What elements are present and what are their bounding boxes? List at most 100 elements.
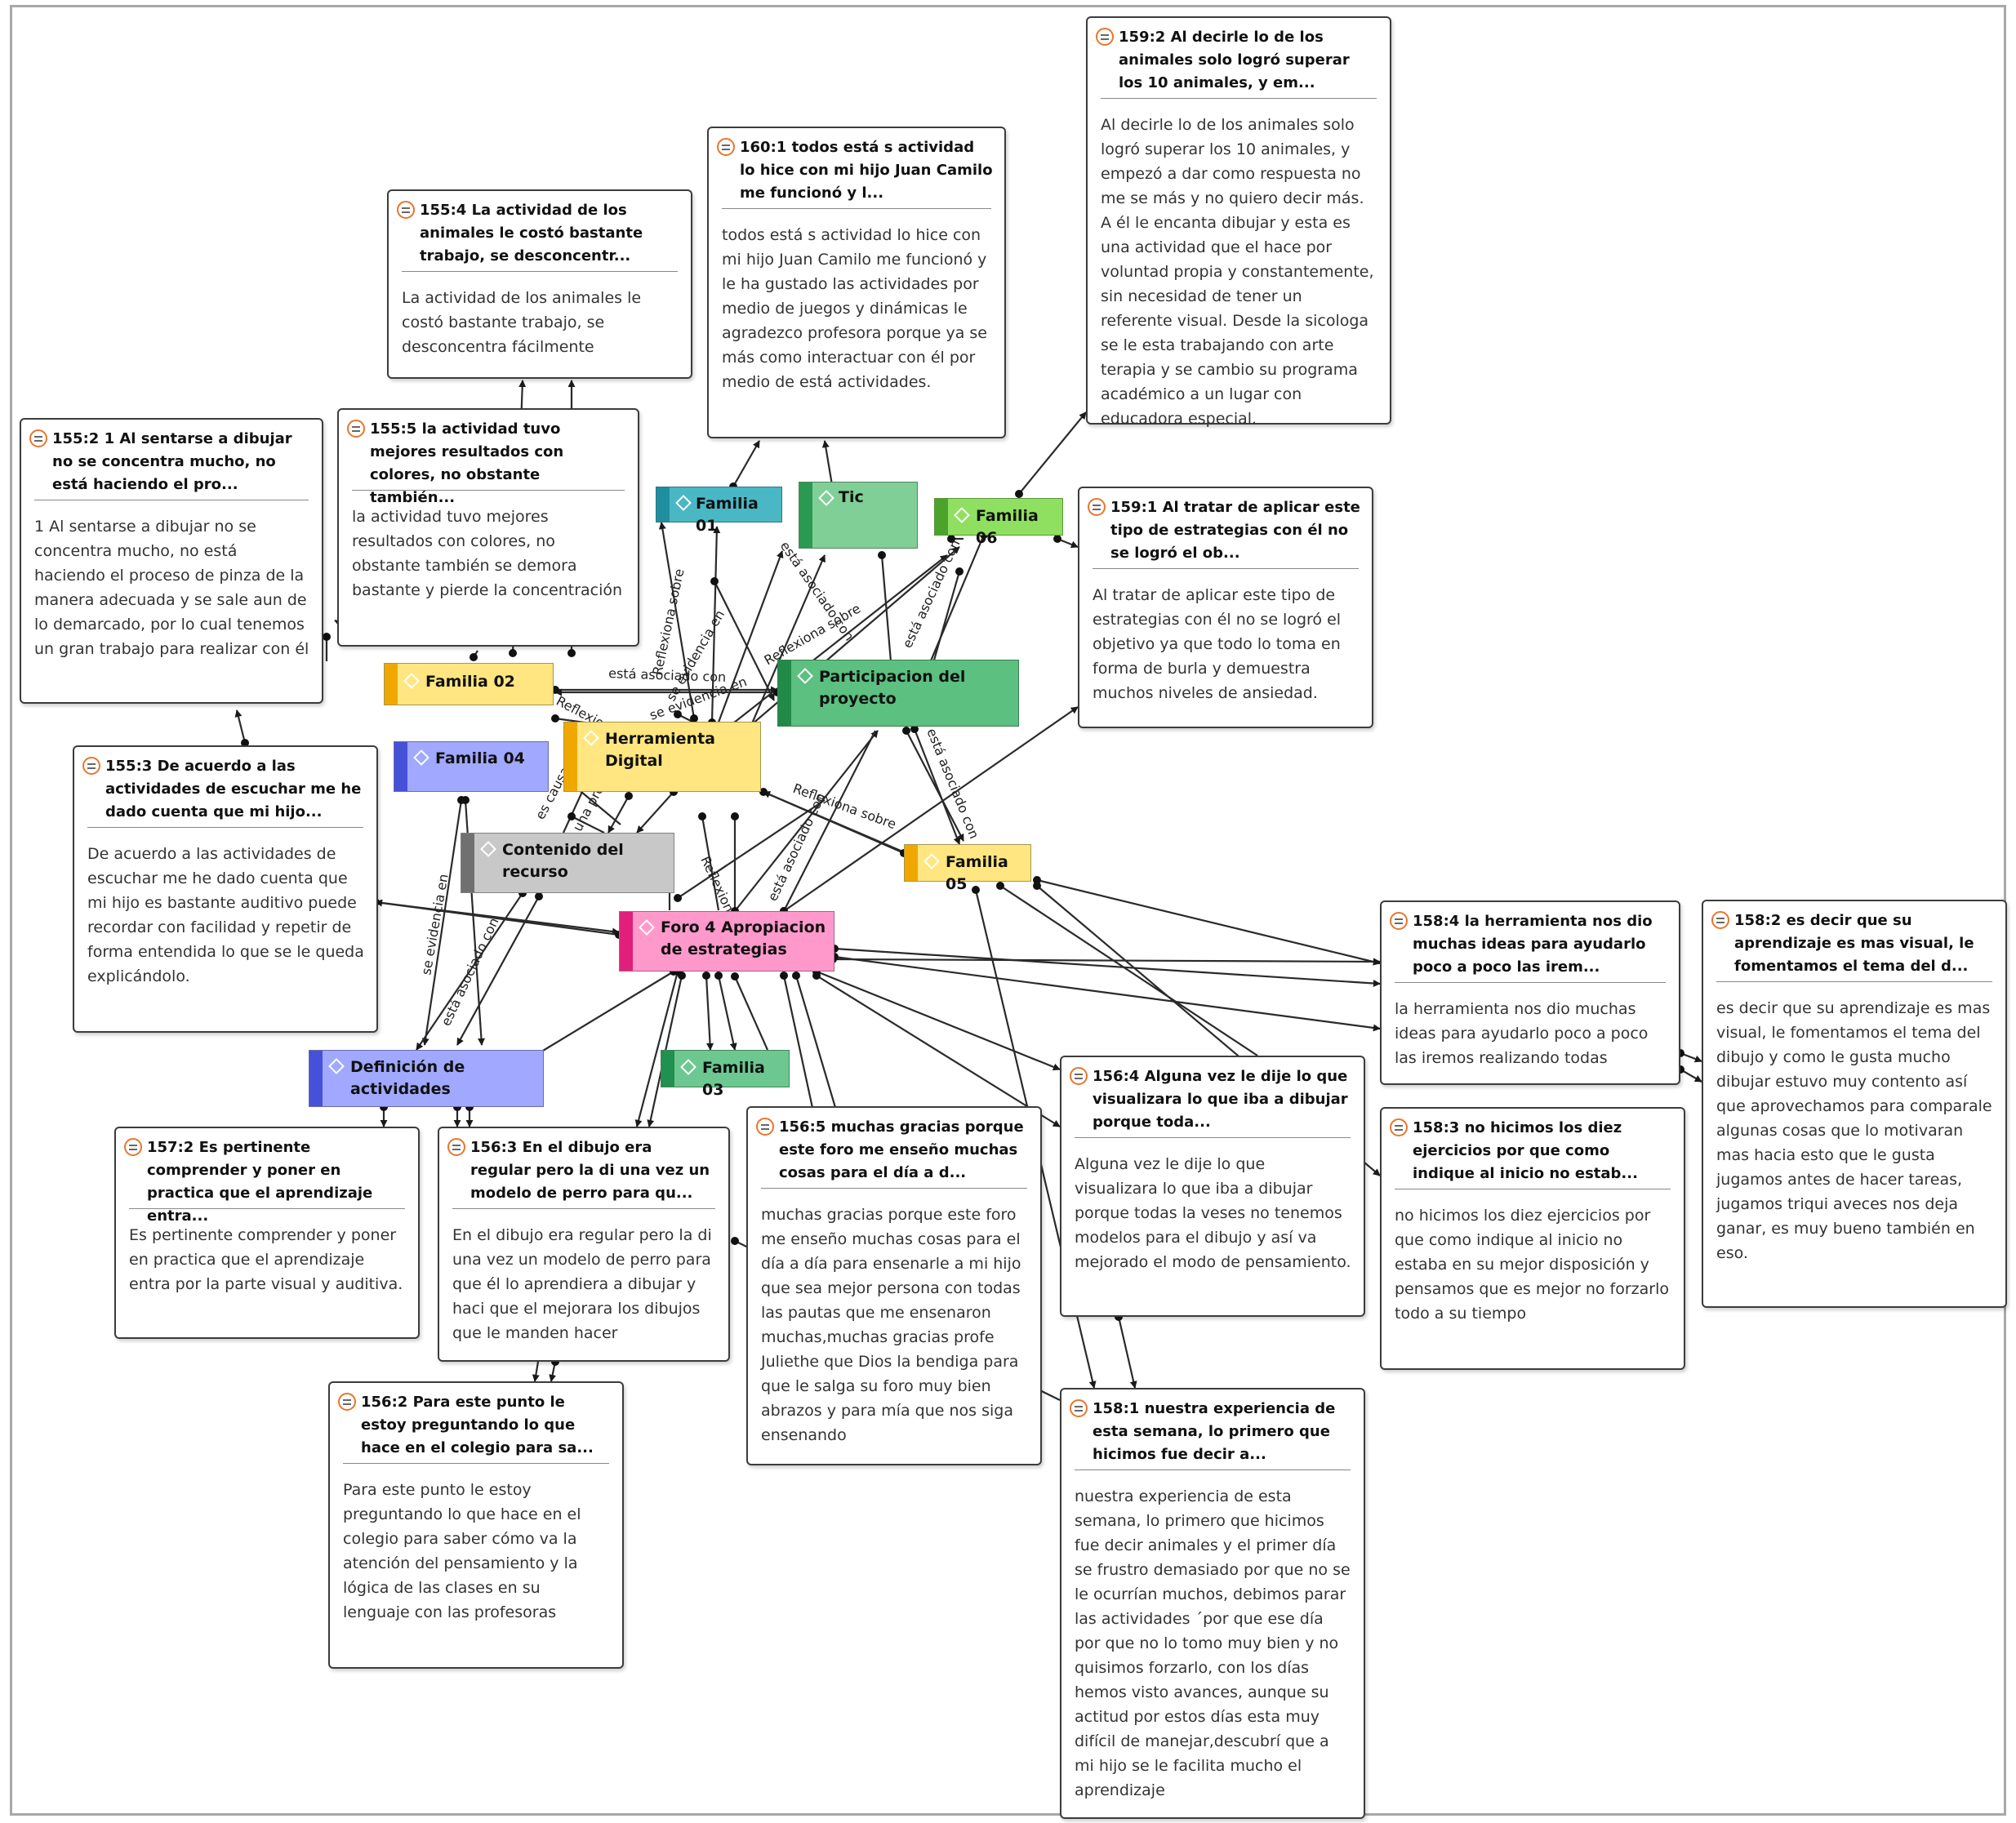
memo-icon [397,201,415,219]
code-node-familia-04[interactable]: Familia 04 [394,741,549,792]
memo-title: 156:3 En el dibujo era regular pero la d… [470,1139,710,1202]
code-label: Herramienta Digital [605,730,715,770]
code-color-bar [656,487,670,522]
link-endpoint [690,714,698,723]
memo-title: 159:1 Al tratar de aplicar este tipo de … [1110,499,1360,562]
link-line [634,971,679,1127]
code-color-bar [799,482,812,548]
memo-159-2[interactable]: 159:2 Al decirle lo de los animales solo… [1086,16,1391,428]
code-label: Foro 4 Apropiacion de estrategias [661,918,826,958]
memo-body: muchas gracias porque este foro me enseñ… [761,1206,1021,1444]
memo-158-3[interactable]: 158:3 no hicimos los diez ejercicios por… [1380,1107,1685,1370]
code-node-familia-03[interactable]: Familia 03 [661,1050,790,1099]
link-line [732,440,760,487]
link-line [834,955,1381,1032]
link-line [234,709,247,744]
memo-157-2[interactable]: 157:2 Es pertinente comprender y poner e… [114,1127,420,1339]
link-line [734,546,960,740]
memo-156-4[interactable]: 156:4 Alguna vez le dije lo que visualiz… [1060,1056,1365,1317]
memo-158-4[interactable]: 158:4 la herramienta nos dio muchas idea… [1380,900,1680,1085]
link-endpoint [1053,535,1061,543]
link-endpoint [902,727,910,735]
code-diamond-icon [923,853,940,869]
link-endpoint [792,972,800,980]
memo-icon [756,1118,774,1136]
memo-155-2[interactable]: 155:2 1 Al sentarse a dibujar no se conc… [20,418,323,704]
code-diamond-icon [954,507,970,523]
memo-title: 158:3 no hicimos los diez ejercicios por… [1413,1119,1638,1182]
link-endpoint [678,972,686,980]
memo-divider [761,1188,1027,1189]
memo-title: 157:2 Es pertinente comprender y poner e… [147,1139,373,1225]
memo-159-1[interactable]: 159:1 Al tratar de aplicar este tipo de … [1078,487,1373,728]
memo-body: Al decirle lo de los animales solo logró… [1101,116,1374,428]
memo-156-2[interactable]: 156:2 Para este punto le estoy preguntan… [328,1381,624,1669]
code-node-contenido-del-recurso[interactable]: Contenido del recurso [461,833,674,893]
link-line [677,799,826,899]
link-endpoint [461,796,470,804]
memo-155-5[interactable]: 155:5 la actividad tuvo mejores resultad… [337,408,639,647]
code-node-herramienta-digital[interactable]: Herramienta Digital [563,722,761,792]
memo-title: 155:5 la actividad tuvo mejores resultad… [370,420,564,506]
relation-label: Reflexiona sobre [649,567,687,677]
link-line [375,899,620,936]
memo-title: 156:2 Para este punto le estoy preguntan… [361,1394,594,1456]
code-node-definicion-de-actividades[interactable]: Definición de actividades [309,1050,544,1107]
code-node-familia-02[interactable]: Familia 02 [384,663,554,705]
code-color-bar [564,723,577,791]
memo-icon [1711,911,1729,929]
link-endpoint [731,972,739,980]
memo-156-3[interactable]: 156:3 En el dibujo era regular pero la d… [438,1127,730,1362]
link-line [1680,1069,1702,1083]
memo-divider [1075,1137,1351,1138]
link-endpoint [323,633,331,641]
link-line [456,896,540,1046]
code-node-participacion-del-proyecto[interactable]: Participacion del proyecto [777,660,1019,727]
code-color-bar [394,742,407,791]
memo-160-1[interactable]: 160:1 todos está s actividad lo hice con… [707,127,1006,438]
memo-body: La actividad de los animales le costó ba… [402,289,642,356]
code-diamond-icon [480,841,496,857]
code-node-familia-05[interactable]: Familia 05 [904,844,1031,893]
link-line [715,550,784,727]
link-line [816,975,1061,1127]
memo-body: no hicimos los diez ejercicios por que c… [1395,1207,1669,1323]
memo-icon [1096,28,1114,46]
link-endpoint [674,894,682,902]
link-endpoint [1033,882,1041,890]
link-line [783,706,1079,912]
memo-body: la actividad tuvo mejores resultados con… [352,508,623,599]
code-node-tic[interactable]: Tic [799,482,918,549]
link-line [1036,878,1381,966]
code-node-familia-01[interactable]: Familia 01 [656,487,782,535]
code-label: Familia 05 [946,853,1008,893]
memo-body: todos está s actividad lo hice con mi hi… [722,226,987,391]
memo-158-2[interactable]: 158:2 es decir que su aprendizaje es mas… [1702,900,2007,1308]
memo-title: 155:4 La actividad de los animales le co… [420,202,643,265]
code-label: Familia 01 [696,495,759,535]
memo-155-4[interactable]: 155:4 La actividad de los animales le co… [387,189,692,379]
link-line [1018,411,1087,495]
code-node-familia-06[interactable]: Familia 06 [934,498,1063,547]
link-line [906,730,964,842]
code-node-foro-4-apropiacion[interactable]: Foro 4 Apropiacion de estrategias [619,911,834,972]
link-endpoint [1033,876,1041,884]
link-endpoint [731,1237,739,1245]
memo-icon [447,1138,465,1156]
link-line [636,791,674,834]
memo-158-1[interactable]: 158:1 nuestra experiencia de esta semana… [1060,1388,1365,1819]
link-endpoint [714,972,723,980]
memo-155-3[interactable]: 155:3 De acuerdo a las actividades de es… [73,745,378,1033]
memo-icon [29,429,47,447]
memo-156-5[interactable]: 156:5 muchas gracias porque este foro me… [746,1106,1042,1465]
memo-body: es decir que su aprendizaje es mas visua… [1716,999,1992,1262]
link-line [999,885,1258,1056]
code-color-bar [778,660,791,726]
memo-body: 1 Al sentarse a dibujar no se concentra … [34,518,309,658]
code-label: Participacion del proyecto [819,668,966,708]
code-label: Definición de actividades [350,1058,465,1098]
relation-label: está asociado con [923,726,982,841]
code-color-bar [309,1051,323,1106]
link-endpoint [674,710,682,718]
memo-body: nuestra experiencia de esta semana, lo p… [1075,1487,1351,1799]
